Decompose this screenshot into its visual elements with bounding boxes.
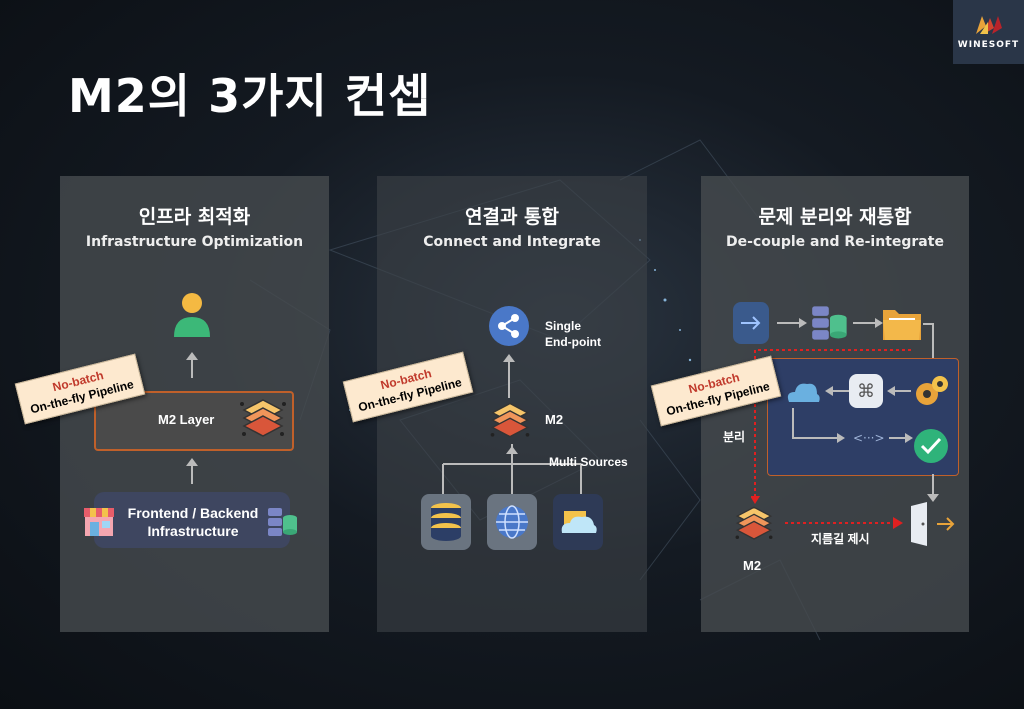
infrastructure-label: Frontend / Backend Infrastructure <box>118 504 268 540</box>
database-icon <box>431 503 461 541</box>
command-icon: ⌘ <box>857 380 875 402</box>
source-cloud-tile <box>553 494 603 550</box>
store-icon <box>84 508 114 536</box>
arrow-down-icon <box>927 474 939 502</box>
panel-title-en: Connect and Integrate <box>423 234 601 250</box>
flow-lines: <···> <box>792 408 913 445</box>
infrastructure-label-line2: Infrastructure <box>147 523 239 539</box>
flow-arrow-icon <box>777 318 807 328</box>
m2-label: M2 <box>743 558 762 573</box>
logo-text: WINESOFT <box>957 40 1020 50</box>
user-icon <box>174 293 210 337</box>
infrastructure-label-line1: Frontend / Backend <box>127 505 259 521</box>
panel-title-ko: 연결과 통합 <box>464 206 559 228</box>
shortcut-arrow <box>785 517 903 529</box>
m2-layers-icon <box>490 402 530 438</box>
source-web-tile <box>487 494 537 550</box>
winesoft-logo: WINESOFT <box>953 0 1024 64</box>
cloud-folder-icon <box>561 511 597 533</box>
folder-icon <box>883 310 921 340</box>
m2-layers-icon <box>735 506 773 540</box>
source-database-tile <box>421 494 471 550</box>
flow-arrow-left-icon <box>825 386 849 396</box>
flow-arrow-left-icon <box>887 386 911 396</box>
single-line1: Single <box>545 319 582 333</box>
m2-label: M2 <box>545 412 564 427</box>
cloud-icon <box>787 383 820 402</box>
source-connectors <box>442 444 582 494</box>
server-database-icon <box>812 306 847 340</box>
panel-infrastructure-optimization: 인프라 최적화 Infrastructure Optimization M2 L… <box>60 176 329 632</box>
logo-mark-icon <box>975 16 1002 34</box>
separate-label: 분리 <box>723 430 746 444</box>
door-exit-icon <box>911 502 955 546</box>
single-endpoint-label: Single End-point <box>545 318 601 350</box>
share-endpoint-icon <box>489 306 529 346</box>
panel-title-ko: 문제 분리와 재통합 <box>758 206 912 228</box>
arrow-right-icon <box>741 316 761 330</box>
single-line2: End-point <box>545 335 601 349</box>
check-icon <box>914 429 948 463</box>
gears-icon <box>916 376 948 405</box>
panel-title-en: Infrastructure Optimization <box>85 234 304 250</box>
arrow-up-icon <box>503 354 515 398</box>
page-title: M2의 3가지 컨셉 <box>68 69 432 123</box>
flow-arrow-icon <box>853 318 883 328</box>
server-database-icon <box>268 508 297 536</box>
command-tile: ⌘ <box>849 374 883 408</box>
multi-sources-label: Multi Sources <box>549 455 628 469</box>
m2-layer-label: M2 Layer <box>158 412 215 427</box>
svg-text:<···>: <···> <box>853 431 885 445</box>
input-tile <box>733 302 769 344</box>
arrow-up-icon <box>186 458 198 484</box>
separation-path <box>751 349 911 504</box>
m2-layers-icon <box>240 399 286 437</box>
panel-connect-integrate: 연결과 통합 Connect and Integrate Single End-… <box>377 176 647 632</box>
panel-decouple-reintegrate: 문제 분리와 재통합 De-couple and Re-integrate ⌘ <box>701 176 969 632</box>
panel-title-ko: 인프라 최적화 <box>138 206 251 228</box>
panel-title-en: De-couple and Re-integrate <box>726 234 944 250</box>
shortcut-label: 지름길 제시 <box>811 532 870 546</box>
arrow-up-icon <box>186 352 198 378</box>
infrastructure-box <box>94 492 290 548</box>
globe-icon <box>496 505 528 539</box>
